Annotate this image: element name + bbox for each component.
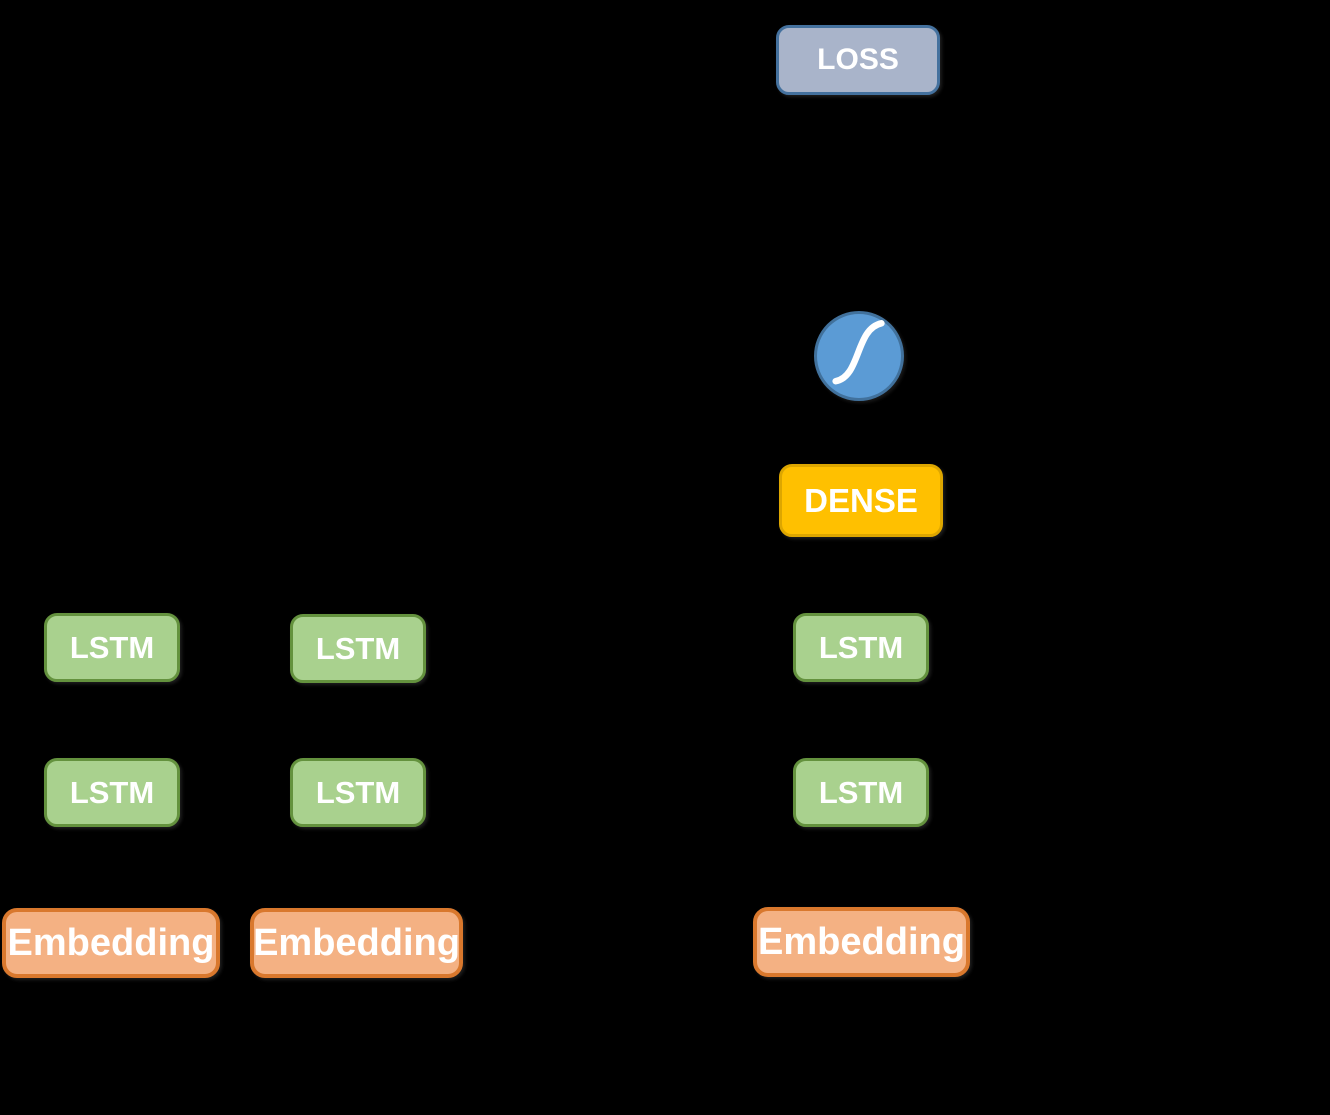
lstm-node-right-bottom: LSTM [793,758,929,827]
embedding-node-label: Embedding [7,921,215,964]
lstm-node-label: LSTM [315,774,401,810]
loss-node-label: LOSS [817,43,899,76]
embedding-node-left: Embedding [2,908,220,978]
loss-node: LOSS [776,25,940,95]
lstm-node-middle-top: LSTM [290,614,426,683]
lstm-node-left-top: LSTM [44,613,180,682]
embedding-node-label: Embedding [758,920,965,963]
dense-node-label: DENSE [804,481,918,519]
dense-node: DENSE [779,464,943,537]
lstm-node-label: LSTM [69,629,155,665]
lstm-node-label: LSTM [818,629,904,665]
sigmoid-activation-node [814,311,904,401]
lstm-node-middle-bottom: LSTM [290,758,426,827]
lstm-node-label: LSTM [315,630,401,666]
sigmoid-curve-icon [832,320,885,385]
embedding-node-label: Embedding [253,921,460,964]
lstm-node-label: LSTM [818,774,904,810]
lstm-node-left-bottom: LSTM [44,758,180,827]
embedding-node-right: Embedding [753,907,970,977]
embedding-node-middle: Embedding [250,908,463,978]
lstm-node-label: LSTM [69,774,155,810]
lstm-node-right-top: LSTM [793,613,929,682]
